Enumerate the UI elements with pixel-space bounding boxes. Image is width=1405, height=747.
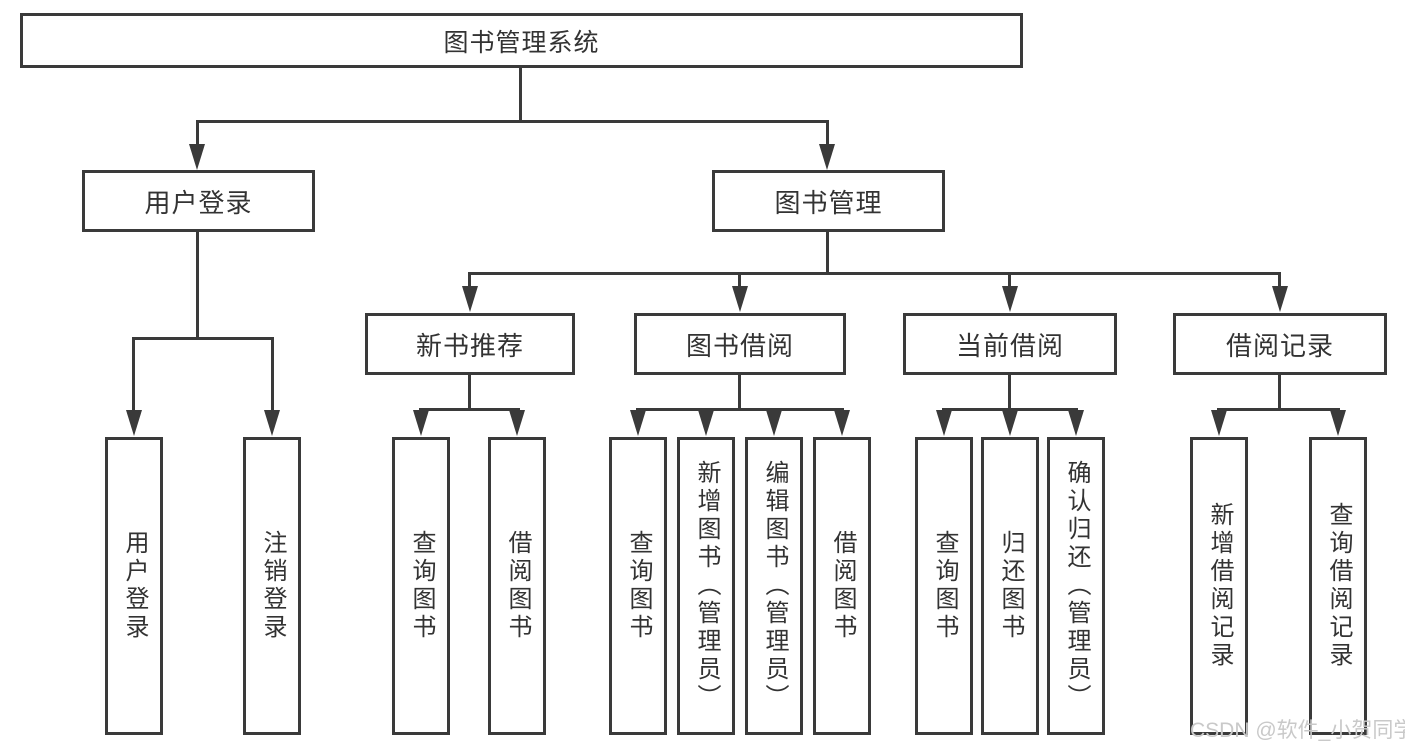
connector-line xyxy=(826,120,829,148)
leaf-confirm-return-admin: 确认归还（管理员） xyxy=(1047,437,1105,735)
connector-line xyxy=(468,375,471,411)
leaf-query-book-1: 查询图书 xyxy=(392,437,450,735)
node-book-management-branch: 图书管理 xyxy=(712,170,945,232)
node-label: 查询图书 xyxy=(408,530,435,642)
leaf-query-borrow-record: 查询借阅记录 xyxy=(1309,437,1367,735)
arrow-down-icon xyxy=(698,410,714,436)
node-label: 新书推荐 xyxy=(415,330,524,361)
node-label: 借阅图书 xyxy=(504,530,531,642)
arrow-down-icon xyxy=(1272,286,1288,312)
connector-line xyxy=(419,408,520,411)
arrow-down-icon xyxy=(1002,286,1018,312)
arrow-down-icon xyxy=(264,410,280,436)
connector-line xyxy=(132,337,135,414)
arrow-down-icon xyxy=(766,410,782,436)
leaf-add-book-admin: 新增图书（管理员） xyxy=(677,437,735,735)
connector-line xyxy=(132,337,274,340)
node-user-login-branch: 用户登录 xyxy=(82,170,315,232)
connector-line xyxy=(519,68,522,123)
watermark: CSDN @软件_小贺同学 xyxy=(1190,719,1405,742)
connector-line xyxy=(468,272,1281,275)
node-borrow-records: 借阅记录 xyxy=(1173,313,1387,375)
connector-line xyxy=(738,375,741,411)
leaf-logout: 注销登录 xyxy=(243,437,301,735)
leaf-return-book: 归还图书 xyxy=(981,437,1039,735)
node-label: 查询图书 xyxy=(625,530,652,642)
node-label: 当前借阅 xyxy=(955,330,1064,361)
arrow-down-icon xyxy=(732,286,748,312)
arrow-down-icon xyxy=(1002,410,1018,436)
leaf-user-login: 用户登录 xyxy=(105,437,163,735)
node-book-borrow: 图书借阅 xyxy=(634,313,846,375)
arrow-down-icon xyxy=(1330,410,1346,436)
leaf-edit-book-admin: 编辑图书（管理员） xyxy=(745,437,803,735)
connector-line xyxy=(738,272,741,290)
connector-line xyxy=(1278,375,1281,411)
leaf-query-book-2: 查询图书 xyxy=(609,437,667,735)
connector-line xyxy=(196,120,829,123)
arrow-down-icon xyxy=(126,410,142,436)
arrow-down-icon xyxy=(413,410,429,436)
node-root-library-system: 图书管理系统 xyxy=(20,13,1023,68)
connector-line xyxy=(942,408,1078,411)
connector-line xyxy=(1278,272,1281,290)
node-label: 编辑图书（管理员） xyxy=(761,460,788,712)
arrow-down-icon xyxy=(462,286,478,312)
arrow-down-icon xyxy=(189,144,205,170)
node-label: 确认归还（管理员） xyxy=(1063,460,1090,712)
node-label: 用户登录 xyxy=(144,187,253,218)
arrow-down-icon xyxy=(509,410,525,436)
leaf-borrow-book-1: 借阅图书 xyxy=(488,437,546,735)
node-label: 新增借阅记录 xyxy=(1206,502,1233,670)
node-label: 图书借阅 xyxy=(685,330,794,361)
connector-line xyxy=(636,408,844,411)
arrow-down-icon xyxy=(834,410,850,436)
leaf-borrow-book-2: 借阅图书 xyxy=(813,437,871,735)
connector-line xyxy=(1008,375,1011,411)
leaf-add-borrow-record: 新增借阅记录 xyxy=(1190,437,1248,735)
node-label: 新增图书（管理员） xyxy=(693,460,720,712)
node-label: 归还图书 xyxy=(997,530,1024,642)
connector-line xyxy=(271,337,274,414)
connector-line xyxy=(1008,272,1011,290)
node-label: 借阅图书 xyxy=(829,530,856,642)
node-label: 图书管理系统 xyxy=(443,28,600,57)
node-label: 查询借阅记录 xyxy=(1325,502,1352,670)
node-label: 借阅记录 xyxy=(1225,330,1334,361)
arrow-down-icon xyxy=(1068,410,1084,436)
node-new-book-recommend: 新书推荐 xyxy=(365,313,575,375)
connector-line xyxy=(1217,408,1340,411)
node-current-borrow: 当前借阅 xyxy=(903,313,1117,375)
node-label: 查询图书 xyxy=(931,530,958,642)
node-label: 注销登录 xyxy=(259,530,286,642)
connector-line xyxy=(196,120,199,148)
leaf-query-book-3: 查询图书 xyxy=(915,437,973,735)
arrow-down-icon xyxy=(819,144,835,170)
arrow-down-icon xyxy=(630,410,646,436)
arrow-down-icon xyxy=(1211,410,1227,436)
arrow-down-icon xyxy=(936,410,952,436)
connector-line xyxy=(826,232,829,275)
connector-line xyxy=(196,232,199,340)
node-label: 用户登录 xyxy=(121,530,148,642)
node-label: 图书管理 xyxy=(774,187,883,218)
connector-line xyxy=(468,272,471,290)
